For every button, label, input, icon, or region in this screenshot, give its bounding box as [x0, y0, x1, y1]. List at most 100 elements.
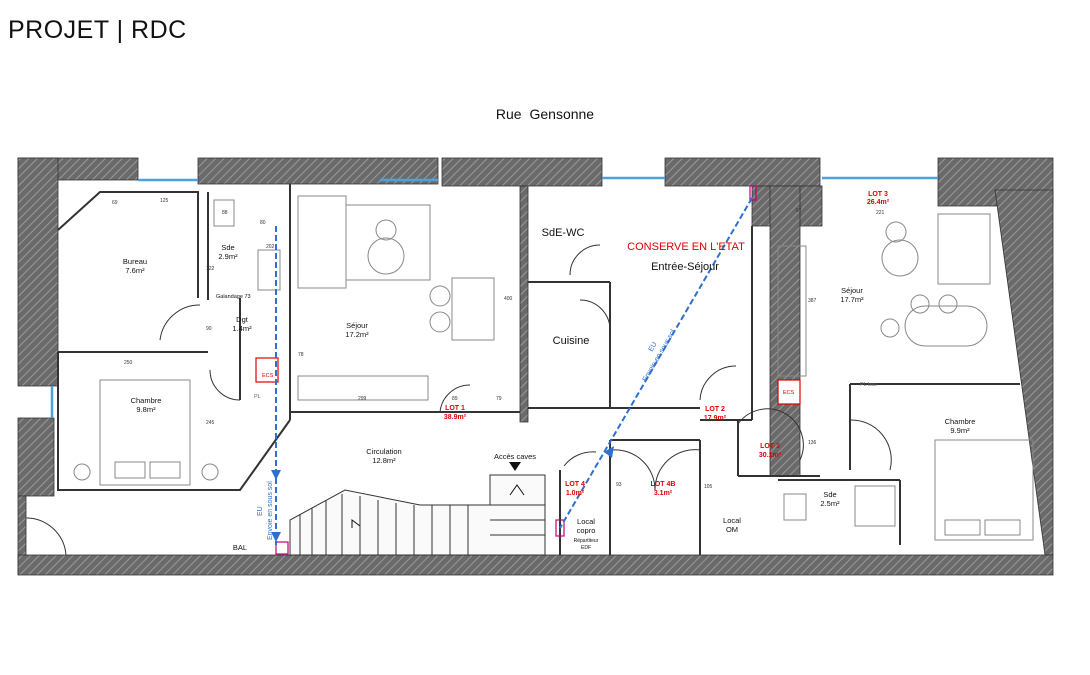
dimension: 105	[704, 484, 713, 490]
dimension: 67	[796, 208, 802, 214]
room-name: Séjour	[346, 321, 368, 330]
shower-left	[257, 249, 281, 291]
staircase-outline	[289, 474, 546, 556]
rug-left	[345, 204, 431, 281]
pillow	[114, 461, 146, 479]
room-area: 2.9m²	[218, 252, 238, 261]
dimension: 125	[160, 198, 169, 204]
dimension: 136	[808, 440, 817, 446]
room-area: 17.2m²	[345, 330, 369, 339]
dimension: 400	[504, 296, 513, 302]
dimension: 250	[124, 360, 133, 366]
dimension: 79	[496, 396, 502, 402]
room-name: SdE-WC	[542, 227, 585, 239]
room-labels: Bureau 7.6m² Sde 2.9m² Dgt 1.4m² Chambre…	[123, 243, 976, 552]
room-name: copro	[577, 526, 596, 535]
pipe-mark	[555, 519, 565, 537]
door-swing-icon	[579, 299, 611, 331]
table-left	[451, 277, 495, 341]
room-area: 12.8m²	[372, 456, 396, 465]
bed-right	[934, 439, 1034, 541]
dimension: 221	[876, 210, 885, 216]
room-area: 9.9m²	[950, 426, 970, 435]
dimension: 90	[206, 326, 212, 332]
top-wall-3	[441, 157, 603, 187]
pillow	[944, 519, 981, 536]
exterior-walls	[17, 157, 1054, 576]
lamp	[375, 219, 397, 241]
room-note: Répartiteur	[574, 538, 599, 544]
room-name: Local	[723, 516, 741, 525]
door-swing-icon	[737, 408, 804, 461]
door-swing-icon	[159, 304, 201, 341]
nightstand	[73, 463, 91, 481]
conserve-note: CONSERVE EN L'ETAT	[627, 241, 745, 253]
room-name: Dgt	[236, 315, 249, 324]
lot-label: LOT 2	[705, 406, 725, 413]
eu-arrow-icon	[271, 470, 281, 480]
room-area: 7.6m²	[125, 266, 145, 275]
bed-left	[99, 379, 191, 486]
lot-label: LOT 1	[445, 405, 465, 412]
bottom-wall	[17, 554, 1054, 576]
pl-note: PL bas	[860, 382, 877, 388]
street-name: Rue Gensonne	[495, 106, 595, 122]
door-swing-icon	[439, 384, 471, 413]
table-right	[904, 305, 988, 347]
page-title: PROJET | RDC	[8, 16, 187, 44]
lot-label: LOT 3	[868, 191, 888, 198]
room-name: Entrée-Séjour	[651, 261, 719, 273]
room-area: 1.4m²	[232, 324, 252, 333]
dimension: 387	[808, 298, 817, 304]
door-swing-icon	[209, 369, 241, 401]
lot-area: 17.9m²	[704, 415, 727, 422]
staircase-icon	[289, 474, 546, 556]
door-swing-icon	[699, 365, 737, 401]
stool	[429, 285, 451, 307]
room-area: 2.5m²	[820, 499, 840, 508]
lot-area: 1.0m²	[566, 490, 585, 497]
room-name: Sde	[221, 243, 234, 252]
dimension: 93	[616, 482, 622, 488]
lot-area: 3.1m²	[654, 490, 673, 497]
nightstand	[201, 463, 219, 481]
room-note: EDF	[581, 545, 591, 551]
lot-area: 30.1m²	[759, 452, 782, 459]
door-swing-icon	[563, 451, 597, 467]
room-area: 17.7m²	[840, 295, 864, 304]
galandage-note: Galandage 73	[216, 294, 251, 300]
dimension: 245	[206, 420, 215, 426]
chair	[880, 318, 900, 338]
door-swing-icon	[654, 449, 701, 491]
eu-arrow-icon	[271, 532, 281, 542]
lot-labels: LOT 1 38.9m² LOT 2 17.9m² LOT 3 26.4m² L…	[444, 191, 890, 497]
left-wall	[17, 157, 59, 387]
room-name: Circulation	[366, 447, 401, 456]
ecs-box-right	[777, 379, 801, 405]
dimension: 299	[358, 396, 367, 402]
kitchen-right	[777, 245, 807, 377]
dimension: 202	[266, 244, 275, 250]
lot-label: LOT 4	[565, 481, 585, 488]
windows	[50, 176, 938, 418]
left-wall-lower	[17, 417, 55, 497]
chair	[910, 294, 930, 314]
door-swing-icon	[849, 419, 892, 471]
dimensions: 69 125 80 202 122 250 245 299 89 79 400 …	[112, 198, 885, 490]
furniture	[73, 195, 1034, 541]
lot-area: 38.9m²	[444, 414, 467, 421]
note-acces-caves: Accès caves	[494, 452, 536, 461]
ecs-label: ECS	[783, 390, 795, 396]
chambre-left-walls	[57, 352, 291, 491]
pipe-mark	[275, 541, 289, 555]
room-name: Chambre	[131, 396, 162, 405]
note-bal: BAL	[233, 543, 247, 552]
lamp	[367, 237, 405, 275]
shower-right	[854, 485, 896, 527]
right-wall	[994, 189, 1054, 556]
sofa-left	[297, 195, 347, 289]
room-name: Local	[577, 517, 595, 526]
wc-right	[783, 493, 807, 521]
bureau-walls	[57, 191, 199, 298]
